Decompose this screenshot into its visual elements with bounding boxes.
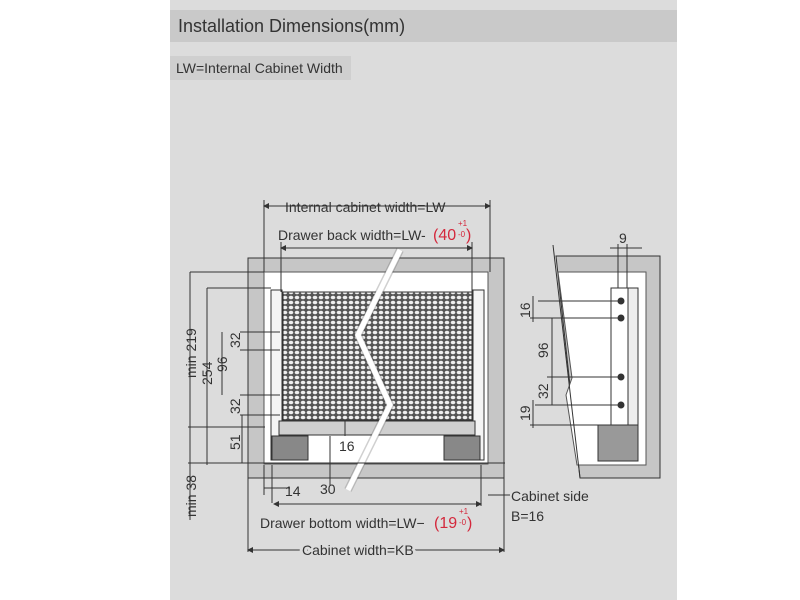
side-dim-32: 32	[535, 383, 551, 399]
side-view-labels: 9 16 96 32 19	[517, 230, 627, 421]
cabinet-side-value: B=16	[511, 508, 544, 524]
front-view-labels: Internal cabinet width=LW Drawer back wi…	[183, 199, 589, 561]
dim-30: 30	[320, 481, 336, 497]
paren: )	[467, 515, 472, 532]
internal-width-label: Internal cabinet width=LW	[285, 199, 446, 215]
runner-left	[271, 435, 309, 461]
side-view	[530, 244, 661, 479]
bottom-width-value: (19	[434, 515, 457, 532]
bottom-width-label: Drawer bottom width=LW−	[260, 515, 425, 531]
back-width-label: Drawer back width=LW-	[278, 227, 426, 243]
dim-min219: min 219	[183, 328, 199, 378]
side-dim-19: 19	[517, 405, 533, 421]
dim-51: 51	[227, 434, 243, 450]
section-title: Installation Dimensions(mm)	[178, 16, 406, 36]
paren: )	[466, 227, 471, 244]
dim-32a: 32	[227, 332, 243, 348]
cabinet-side-label: Cabinet side	[511, 488, 589, 504]
legend-note: LW=Internal Cabinet Width	[170, 56, 351, 80]
side-dim-16: 16	[517, 302, 533, 318]
dim-16: 16	[339, 438, 355, 454]
runner-right	[443, 435, 481, 461]
tol-minus: -0	[459, 518, 467, 527]
tol-minus: -0	[458, 230, 466, 239]
mesh-back-panel	[282, 291, 473, 421]
side-dim-9: 9	[619, 230, 627, 246]
back-width-value: (40	[433, 227, 456, 244]
dim-14: 14	[285, 483, 301, 499]
dim-96: 96	[214, 356, 230, 372]
side-dim-96: 96	[535, 342, 551, 358]
tol-plus: +1	[459, 507, 469, 516]
front-view	[188, 200, 510, 553]
tol-plus: +1	[458, 219, 468, 228]
dim-min38: min 38	[183, 475, 199, 517]
section-header: Installation Dimensions(mm)	[170, 10, 677, 42]
dim-254: 254	[199, 361, 215, 385]
cabinet-width-label: Cabinet width=KB	[302, 542, 414, 558]
dim-32b: 32	[227, 398, 243, 414]
side-runner	[597, 424, 639, 462]
